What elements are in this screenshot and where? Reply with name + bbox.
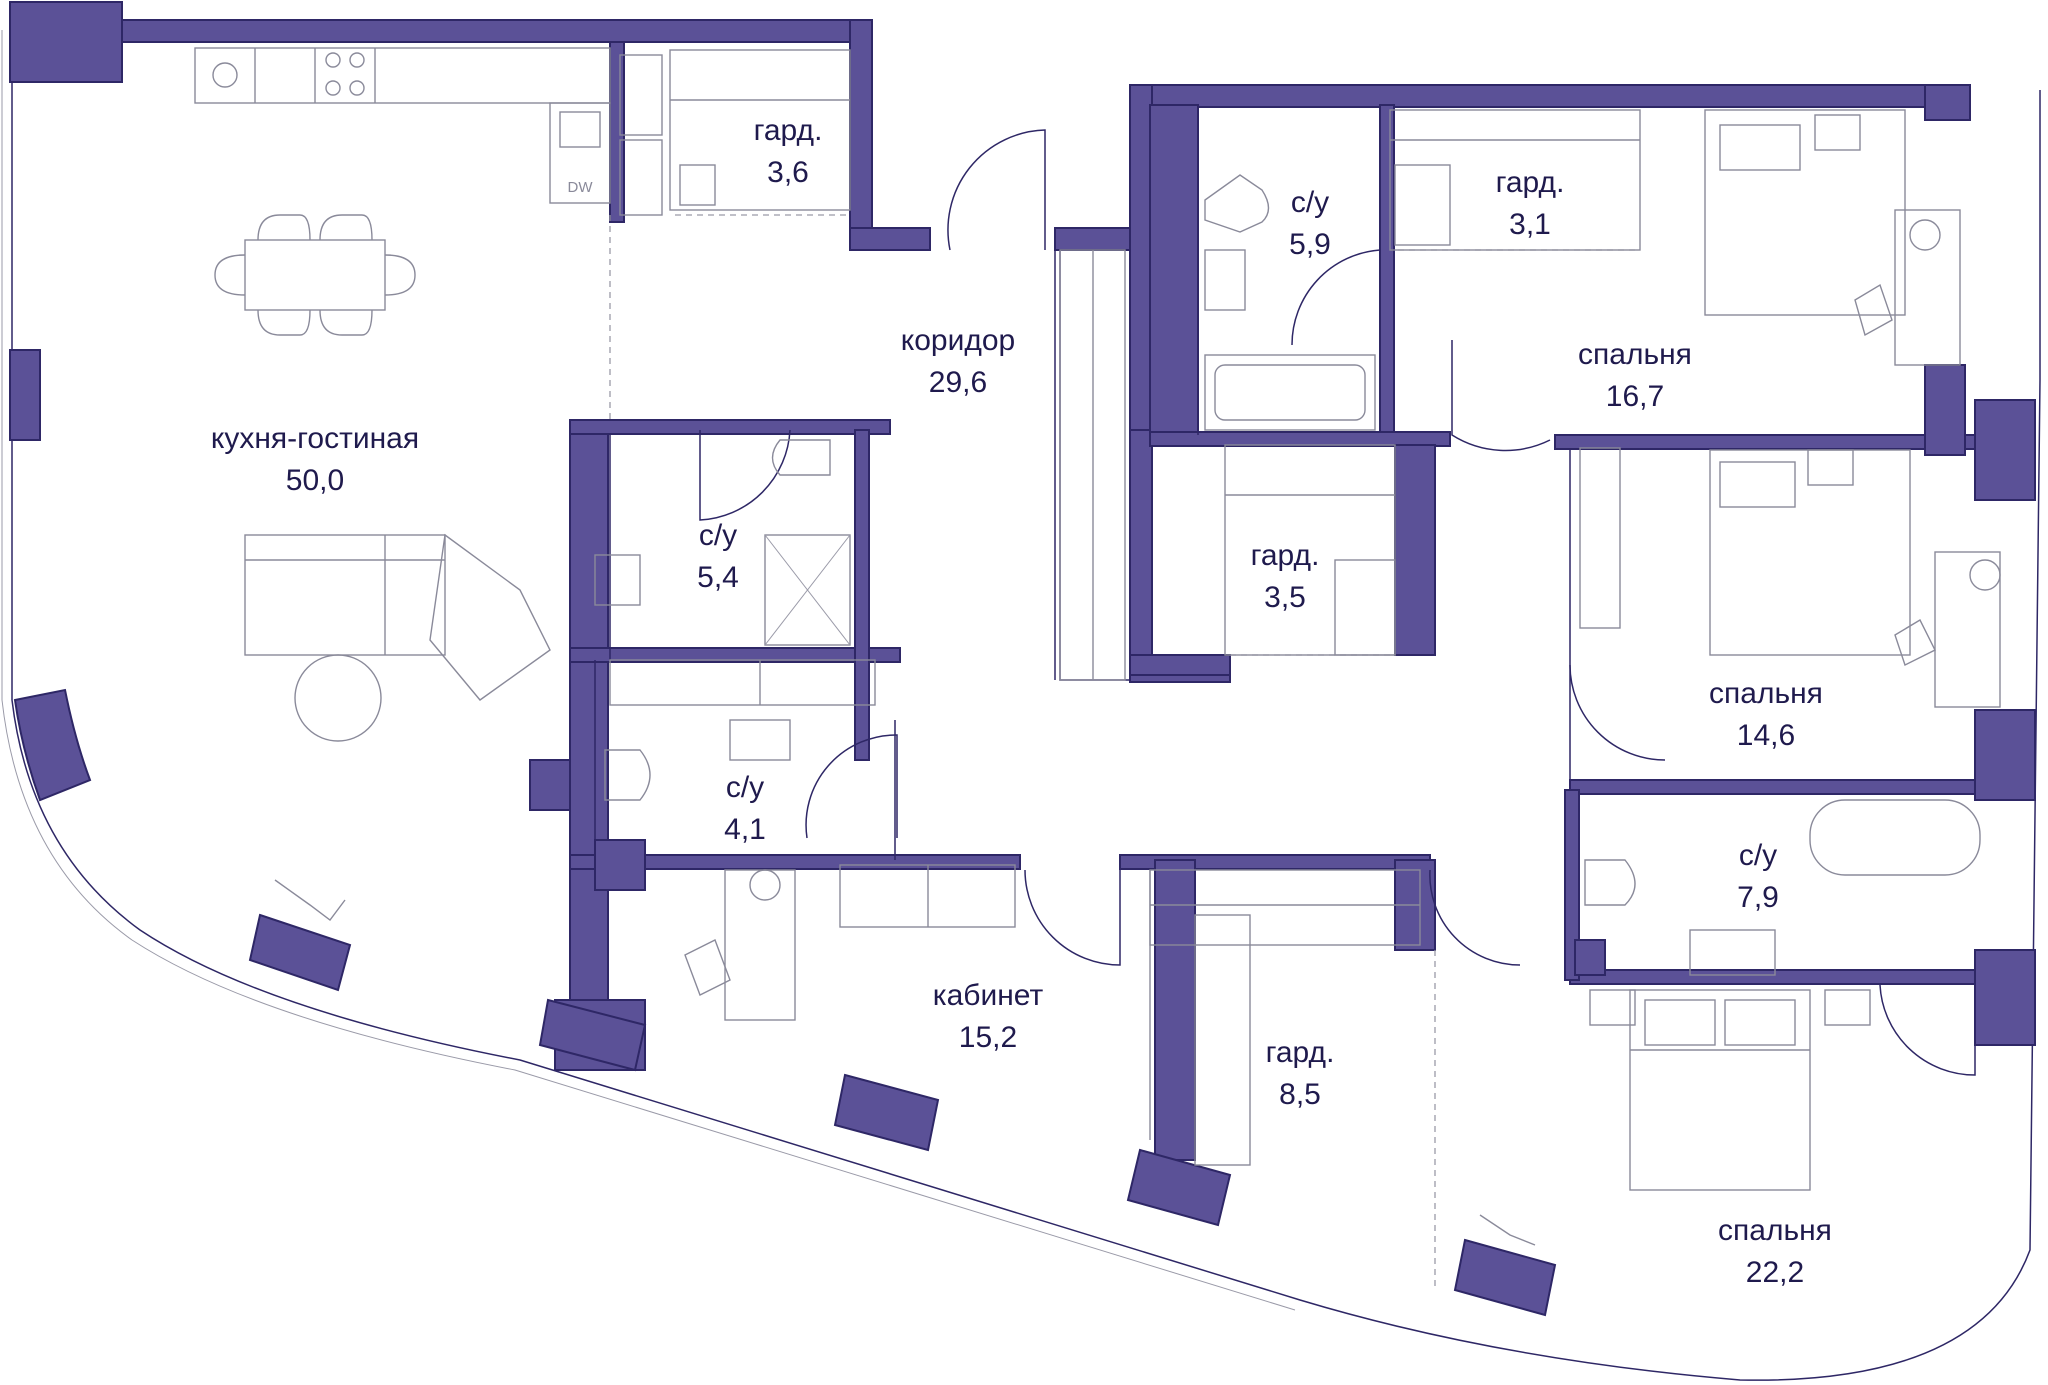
room-area-bathroom-4: 7,9 (1737, 881, 1779, 914)
room-area-bedroom-2: 14,6 (1737, 719, 1795, 752)
room-name-bathroom-2: с/у (699, 519, 737, 552)
room-labels: кухня-гостиная 50,0 гард. 3,6 коридор 29… (211, 114, 1832, 1289)
room-name-corridor: коридор (901, 324, 1015, 357)
room-name-wardrobe-4: гард. (1266, 1036, 1335, 1069)
room-name-wardrobe-1: гард. (754, 114, 823, 147)
dishwasher-label: DW (568, 179, 594, 196)
room-area-wardrobe-2: 3,1 (1509, 208, 1551, 241)
room-name-wardrobe-3: гард. (1251, 539, 1320, 572)
outer-facade (1, 30, 2041, 1381)
room-name-wardrobe-2: гард. (1496, 166, 1565, 199)
room-area-kitchen-living: 50,0 (286, 464, 344, 497)
room-name-study: кабинет (933, 979, 1044, 1012)
room-name-bedroom-1: спальня (1578, 338, 1692, 371)
room-name-bedroom-2: спальня (1709, 677, 1823, 710)
room-area-bathroom-3: 4,1 (724, 813, 766, 846)
room-area-wardrobe-1: 3,6 (767, 156, 809, 189)
furniture: DW (194, 47, 2001, 1246)
room-area-bathroom-2: 5,4 (697, 561, 739, 594)
room-area-corridor: 29,6 (929, 366, 987, 399)
room-area-study: 15,2 (959, 1021, 1017, 1054)
room-name-bathroom-3: с/у (726, 771, 764, 804)
room-name-bathroom-4: с/у (1739, 839, 1777, 872)
room-name-bedroom-3: спальня (1718, 1214, 1832, 1247)
walls (9, 1, 2036, 1317)
room-area-wardrobe-3: 3,5 (1264, 581, 1306, 614)
room-area-bedroom-1: 16,7 (1606, 380, 1664, 413)
room-name-kitchen-living: кухня-гостиная (211, 422, 419, 455)
room-area-wardrobe-4: 8,5 (1279, 1078, 1321, 1111)
doors (699, 129, 1976, 1076)
room-area-bedroom-3: 22,2 (1746, 1256, 1804, 1289)
room-name-bathroom-1: с/у (1291, 186, 1329, 219)
room-area-bathroom-1: 5,9 (1289, 228, 1331, 261)
